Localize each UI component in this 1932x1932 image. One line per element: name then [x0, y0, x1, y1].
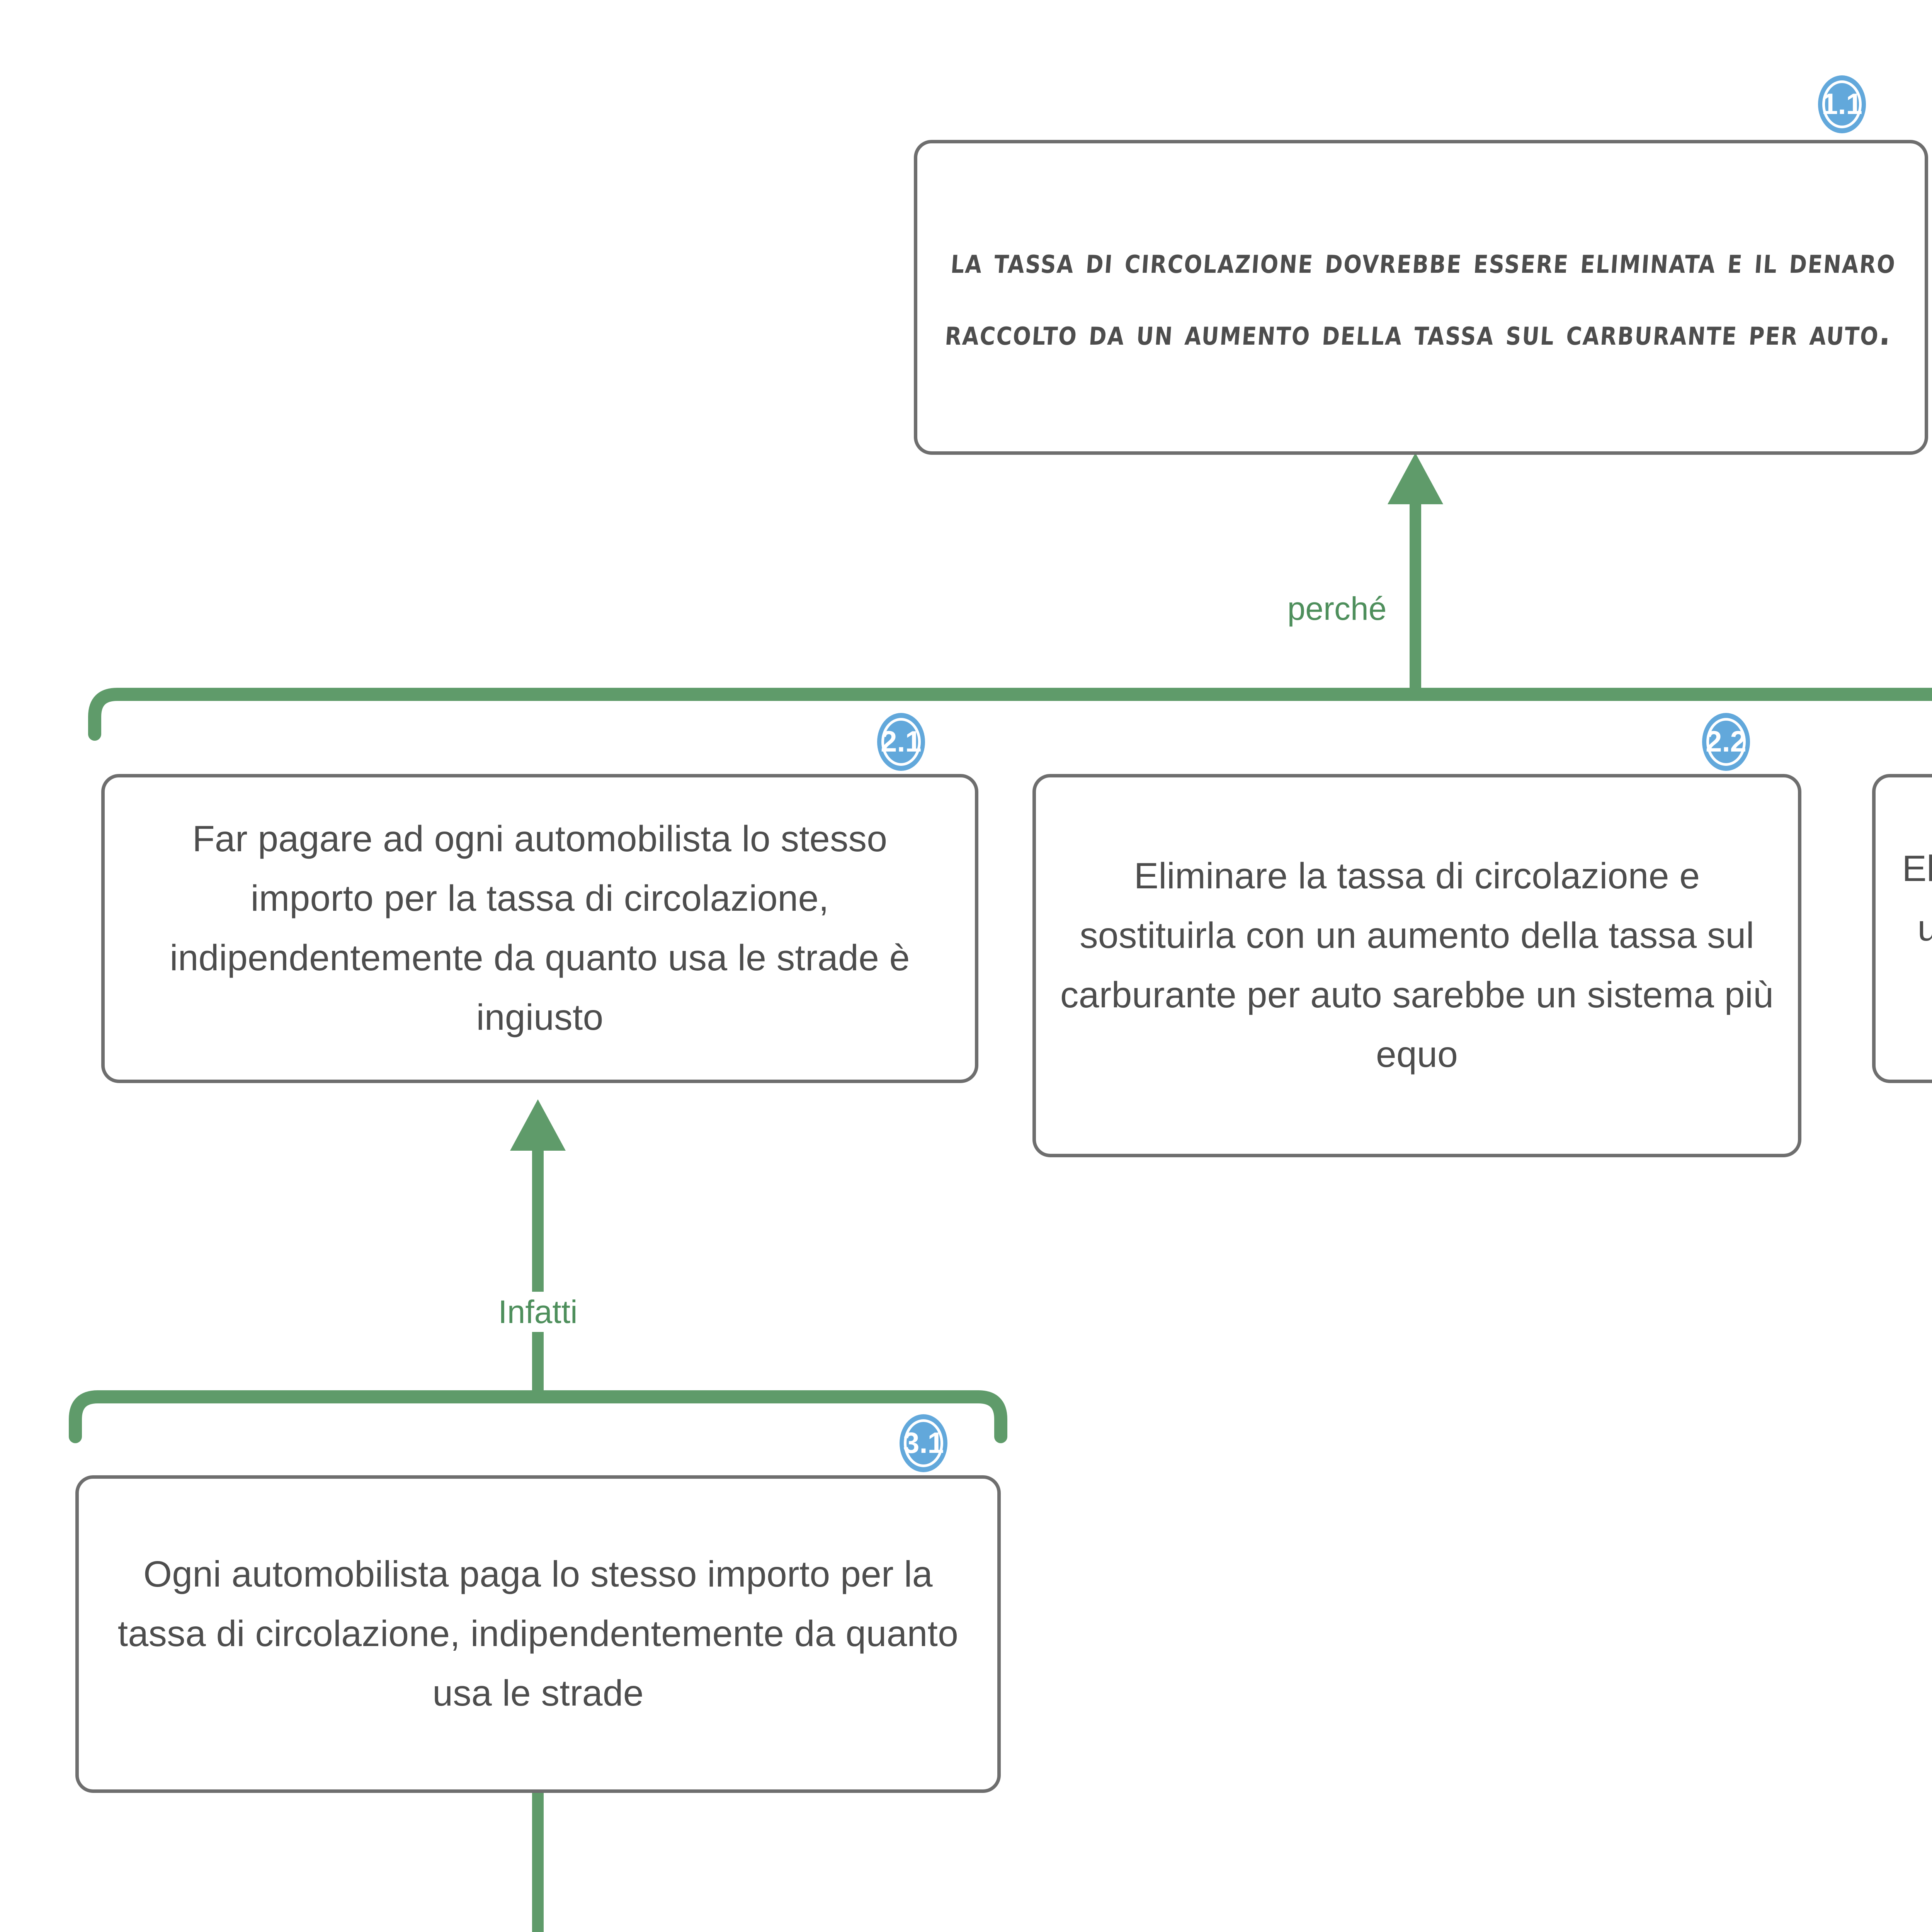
edge-label-infatti: Infatti: [488, 1292, 588, 1332]
node-2-3-text: Eliminare la tassa di circolazione e sos…: [1902, 848, 1932, 949]
node-2-1[interactable]: Far pagare ad ogni automobilista lo stes…: [101, 774, 978, 1083]
node-3-1[interactable]: Ogni automobilista paga lo stesso import…: [75, 1475, 1001, 1793]
connector-group-level2-to-root: [88, 453, 1932, 741]
node-1-1-text: La tassa di circolazione dovrebbe essere…: [944, 241, 1898, 353]
connector-group-level4-to-31: [532, 1793, 544, 1932]
badge-2-2-label: 2.2: [1706, 725, 1747, 758]
node-2-3[interactable]: Eliminare la tassa di circolazione e sos…: [1872, 774, 1932, 1083]
badge-1-1[interactable]: 1.1: [1818, 75, 1866, 133]
node-2-2[interactable]: Eliminare la tassa di circolazione e sos…: [1032, 774, 1801, 1157]
arrowhead-to-root: [1388, 453, 1443, 504]
badge-2-1-label: 2.1: [881, 725, 922, 758]
edge-label-perche: perché: [1277, 588, 1397, 629]
badge-1-1-label: 1.1: [1821, 88, 1862, 121]
node-2-2-text: Eliminare la tassa di circolazione e sos…: [1060, 855, 1774, 1075]
arrowhead-to-21: [510, 1099, 566, 1151]
node-2-1-text: Far pagare ad ogni automobilista lo stes…: [170, 818, 910, 1038]
badge-2-2[interactable]: 2.2: [1702, 713, 1750, 771]
badge-2-1[interactable]: 2.1: [877, 713, 925, 771]
connector-group-level3-to-21: [69, 1099, 1007, 1443]
badge-3-1-label: 3.1: [903, 1427, 944, 1459]
badge-3-1[interactable]: 3.1: [900, 1414, 947, 1472]
bracket-level3: [69, 1390, 1007, 1443]
bracket-level2: [88, 688, 1932, 741]
node-1-1[interactable]: La tassa di circolazione dovrebbe essere…: [914, 140, 1928, 455]
node-3-1-text: Ogni automobilista paga lo stesso import…: [117, 1554, 959, 1714]
